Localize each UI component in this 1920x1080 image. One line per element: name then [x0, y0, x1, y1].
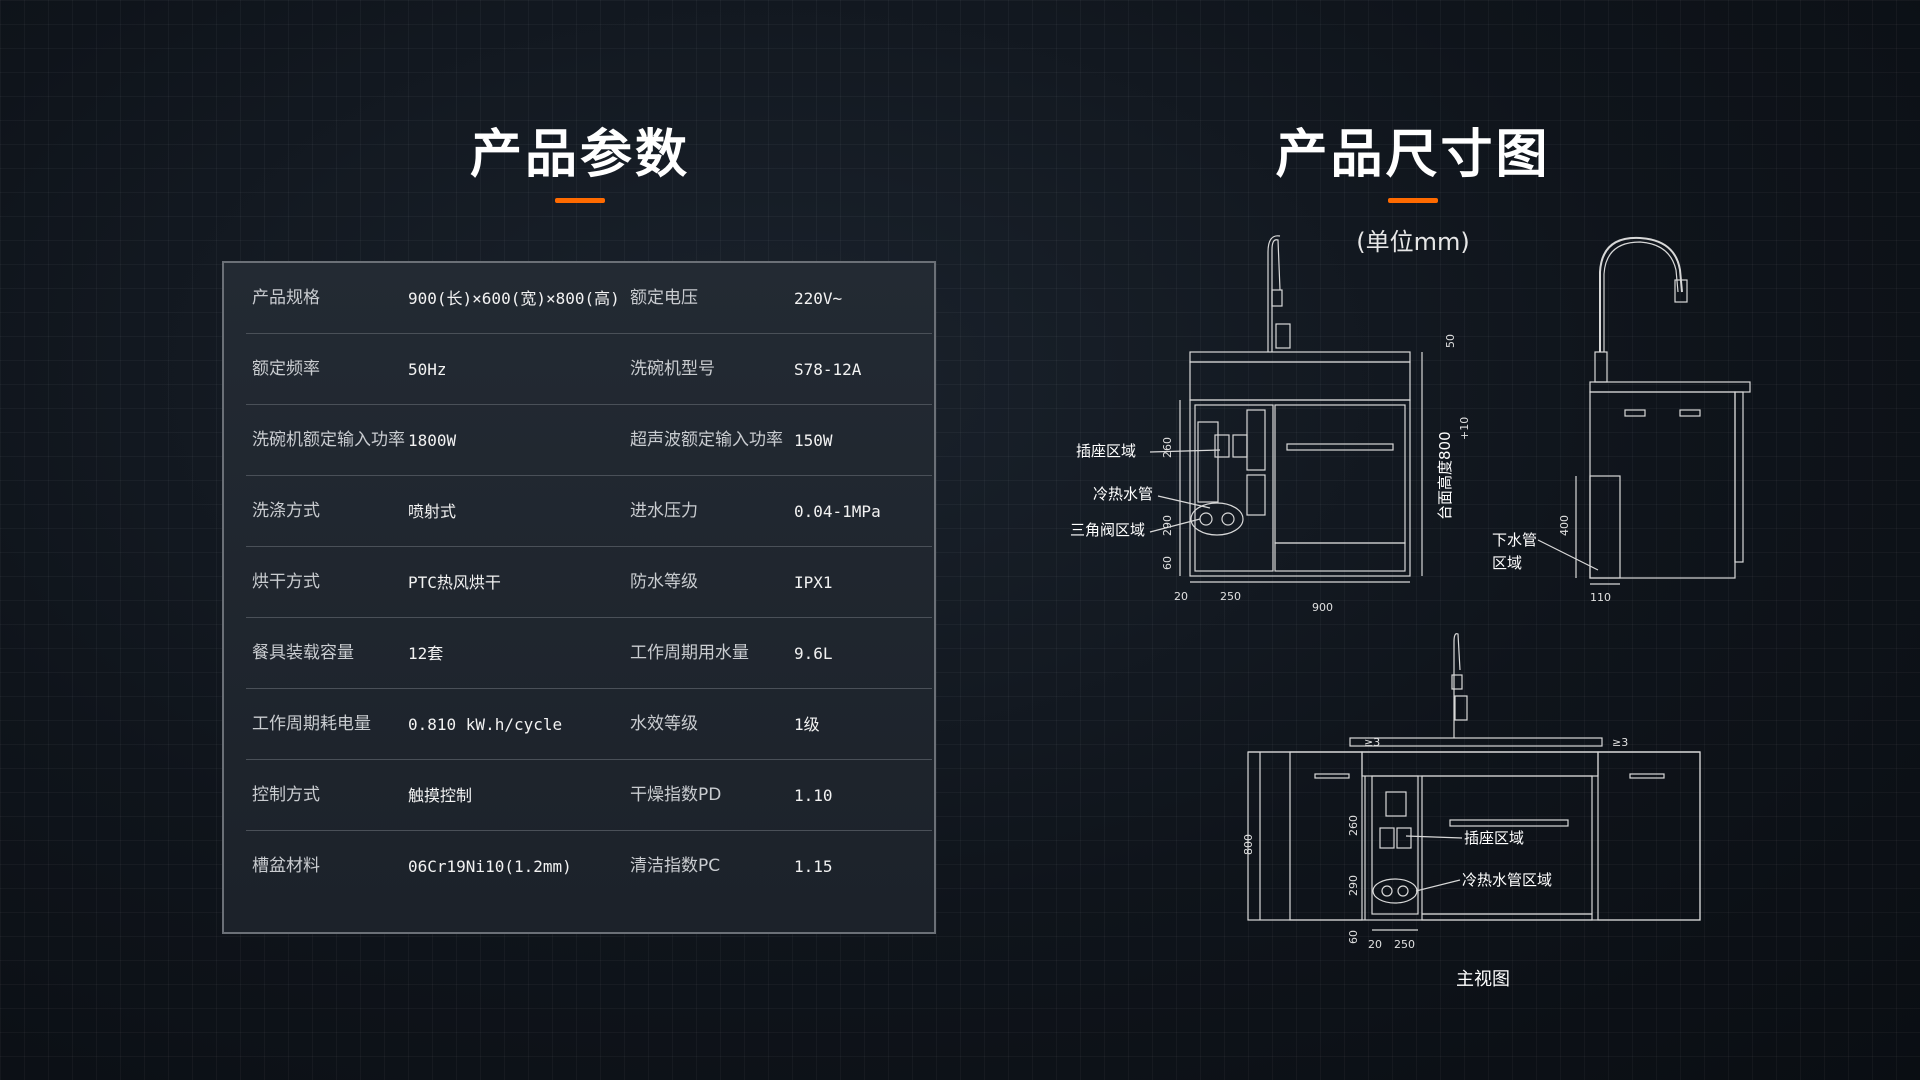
dim-290: 290 — [1347, 875, 1360, 896]
param-value: 150W — [794, 431, 833, 450]
dim-60: 60 — [1161, 556, 1174, 570]
dim-20: 20 — [1174, 590, 1188, 603]
unit-label: (单位mm) — [1356, 228, 1470, 256]
dim-800: 800 — [1242, 834, 1255, 855]
dim-tolerance: +10 — [1458, 417, 1471, 440]
param-key: 超声波额定输入功率 — [630, 430, 783, 450]
param-key: 餐具装载容量 — [252, 643, 354, 663]
param-value: 1800W — [408, 431, 457, 450]
title-accent-bar — [1388, 198, 1438, 203]
dim-250: 250 — [1220, 590, 1241, 603]
param-value: 0.04-1MPa — [794, 502, 881, 521]
param-key: 洗碗机额定输入功率 — [252, 430, 405, 450]
label-socket-area: 插座区域 — [1076, 442, 1136, 460]
table-row: 烘干方式 PTC热风烘干 防水等级 IPX1 — [246, 547, 932, 618]
param-key: 额定电压 — [630, 288, 698, 308]
param-value: 220V~ — [794, 289, 843, 308]
param-value: 1.15 — [794, 857, 833, 876]
table-row: 产品规格 900(长)×600(宽)×800(高) 额定电压 220V~ — [246, 263, 932, 334]
label-socket-area: 插座区域 — [1464, 829, 1524, 847]
param-value: 1级 — [794, 715, 820, 734]
dim-60: 60 — [1347, 930, 1360, 944]
param-key: 烘干方式 — [252, 572, 320, 592]
dim-110: 110 — [1590, 591, 1611, 604]
param-key: 洗碗机型号 — [630, 359, 715, 379]
param-key: 干燥指数PD — [630, 785, 722, 805]
param-value: 12套 — [408, 644, 444, 663]
param-value: 0.810 kW.h/cycle — [408, 715, 563, 734]
param-value: 1.10 — [794, 786, 833, 805]
param-key: 产品规格 — [252, 288, 320, 308]
label-water-pipes-area: 冷热水管区域 — [1462, 871, 1552, 889]
main-view-caption: 主视图 — [1456, 969, 1510, 990]
table-row: 额定频率 50Hz 洗碗机型号 S78-12A — [246, 334, 932, 405]
section-title-dimensions: 产品尺寸图 — [1275, 125, 1551, 185]
table-row: 洗碗机额定输入功率 1800W 超声波额定输入功率 150W — [246, 405, 932, 476]
dim-260: 260 — [1347, 815, 1360, 836]
label-drain-pipe: 下水管 — [1492, 531, 1537, 549]
params-table: 产品规格 900(长)×600(宽)×800(高) 额定电压 220V~ 额定频… — [222, 261, 936, 934]
param-value: 9.6L — [794, 644, 833, 663]
label-counter-height: 台面高度800 — [1436, 431, 1454, 520]
param-value: S78-12A — [794, 360, 862, 379]
table-row: 槽盆材料 06Cr19Ni10(1.2mm) 清洁指数PC 1.15 — [246, 831, 932, 902]
section-title-params: 产品参数 — [469, 125, 691, 185]
param-value: 喷射式 — [408, 502, 457, 521]
main-front-view-drawing: 800 260 290 60 20 250 ≥3 ≥3 插座区域 冷热水管区域 … — [1242, 633, 1701, 990]
dim-260: 260 — [1161, 437, 1174, 458]
param-value: 触摸控制 — [408, 786, 473, 805]
table-row: 控制方式 触摸控制 干燥指数PD 1.10 — [246, 760, 932, 831]
dim-400: 400 — [1558, 515, 1571, 536]
param-key: 槽盆材料 — [252, 856, 320, 876]
param-key: 水效等级 — [630, 714, 698, 734]
param-key: 进水压力 — [630, 501, 698, 521]
dim-min3-left: ≥3 — [1364, 736, 1380, 749]
dim-290: 290 — [1161, 515, 1174, 536]
dim-20: 20 — [1368, 938, 1382, 951]
param-key: 清洁指数PC — [630, 856, 721, 876]
param-value: IPX1 — [794, 573, 833, 592]
side-profile-drawing: 400 110 下水管 区域 — [1492, 236, 1751, 604]
dimension-drawings: 插座区域 冷热水管 三角阀区域 260 290 60 20 250 900 50… — [1070, 235, 1751, 990]
label-water-pipes: 冷热水管 — [1093, 485, 1153, 503]
title-accent-bar — [555, 198, 605, 203]
front-elevation-drawing: 插座区域 冷热水管 三角阀区域 260 290 60 20 250 900 50… — [1070, 235, 1471, 614]
param-value: PTC热风烘干 — [408, 573, 501, 592]
param-key: 防水等级 — [630, 572, 698, 592]
param-key: 工作周期耗电量 — [252, 714, 371, 734]
table-row: 工作周期耗电量 0.810 kW.h/cycle 水效等级 1级 — [246, 689, 932, 760]
param-value: 900(长)×600(宽)×800(高) — [408, 289, 620, 308]
table-row: 洗涤方式 喷射式 进水压力 0.04-1MPa — [246, 476, 932, 547]
param-key: 洗涤方式 — [252, 501, 320, 521]
dim-250: 250 — [1394, 938, 1415, 951]
dim-900: 900 — [1312, 601, 1333, 614]
param-key: 工作周期用水量 — [630, 643, 749, 663]
dim-50: 50 — [1444, 334, 1457, 348]
dim-min3-right: ≥3 — [1612, 736, 1628, 749]
param-key: 额定频率 — [252, 359, 320, 379]
label-valve-area: 三角阀区域 — [1070, 521, 1145, 539]
param-key: 控制方式 — [252, 785, 320, 805]
label-drain-area: 区域 — [1492, 554, 1522, 572]
table-row: 餐具装载容量 12套 工作周期用水量 9.6L — [246, 618, 932, 689]
param-value: 06Cr19Ni10(1.2mm) — [408, 857, 572, 876]
param-value: 50Hz — [408, 360, 447, 379]
